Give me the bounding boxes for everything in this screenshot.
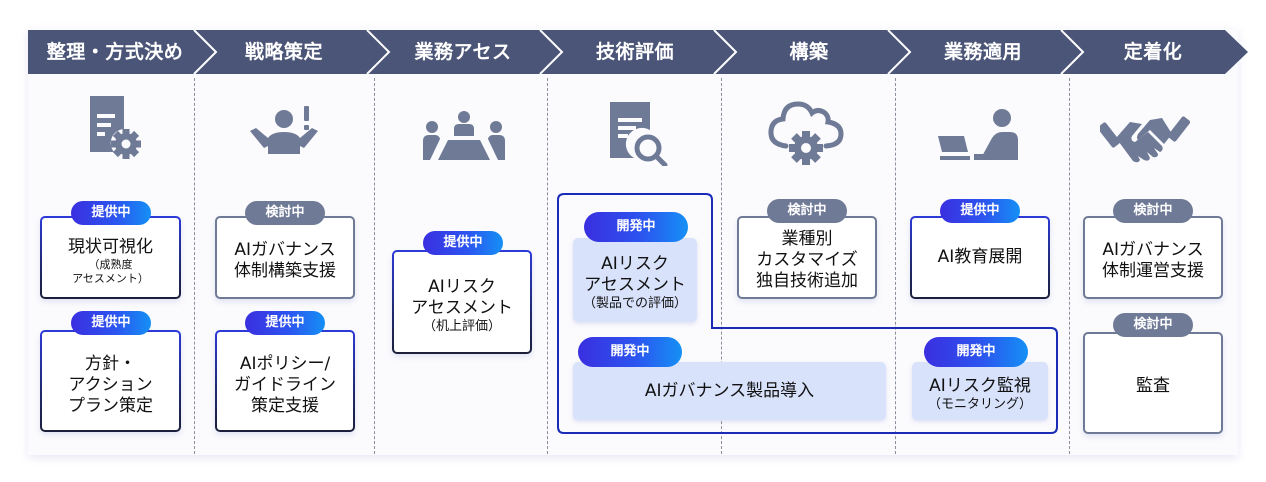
person-laptop-icon: [938, 109, 1018, 160]
status-badge-review: 検討中: [1113, 313, 1193, 337]
chevron-divider: [1060, 30, 1085, 74]
item-title: 現状可視化: [68, 237, 153, 257]
item-line: AI教育展開: [937, 247, 1023, 267]
item-line: AIガバナンス: [234, 239, 336, 260]
item-risk-assessment-product[interactable]: AIリスク アセスメント （製品での評価）: [573, 238, 697, 322]
chevron-divider: [193, 30, 218, 74]
status-badge-offered: 提供中: [423, 231, 503, 255]
chevron-divider: [366, 30, 391, 74]
item-line: アセスメント: [584, 275, 686, 295]
item-line: AIリスク: [428, 277, 496, 297]
status-badge-review: 検討中: [767, 199, 847, 223]
item-line: 独自技術追加: [756, 271, 858, 291]
item-line: 監査: [1136, 375, 1170, 396]
column-divider: [895, 78, 896, 454]
column-divider: [374, 78, 375, 454]
phase-business-assess: 業務アセス: [414, 41, 512, 63]
item-line: カスタマイズ: [756, 250, 858, 270]
item-ai-education[interactable]: AI教育展開: [910, 216, 1050, 299]
item-line: 方針・: [85, 353, 136, 374]
status-badge-offered: 提供中: [71, 311, 151, 335]
column-divider: [547, 78, 548, 454]
column-divider: [194, 78, 195, 454]
item-subtitle: アセスメント）: [72, 272, 149, 285]
status-badge-dev: 開発中: [584, 212, 688, 242]
column-divider: [721, 78, 722, 454]
item-line: 体制運営支援: [1102, 260, 1204, 281]
item-line: AIリスク: [601, 254, 669, 274]
item-line: ガイドライン: [234, 374, 336, 395]
item-governance-product-adoption[interactable]: AIガバナンス製品導入: [573, 362, 886, 420]
item-line: AIポリシー/: [239, 353, 331, 374]
chevron-divider: [887, 30, 912, 74]
cloud-gear-icon: [768, 101, 844, 165]
item-line: アクション: [68, 374, 153, 395]
item-subtitle: （製品での評価）: [582, 296, 687, 311]
item-industry-customization[interactable]: 業種別 カスタマイズ 独自技術追加: [737, 216, 877, 299]
item-subtitle: （モニタリング）: [927, 396, 1032, 412]
status-badge-offered: 提供中: [71, 201, 151, 225]
item-risk-monitoring[interactable]: AIリスク監視 （モニタリング）: [912, 362, 1048, 420]
person-shrug-exclamation-icon: [250, 106, 318, 154]
document-gear-icon: [90, 96, 141, 159]
item-policy-guideline-support[interactable]: AIポリシー/ ガイドライン 策定支援: [215, 330, 355, 432]
item-line: AIリスク監視: [929, 375, 1031, 396]
item-subtitle: （成熟度: [88, 258, 133, 271]
item-line: AIガバナンス: [1102, 239, 1204, 260]
column-divider: [1069, 78, 1070, 454]
document-search-icon: [610, 102, 668, 166]
item-governance-operation-support[interactable]: AIガバナンス 体制運営支援: [1083, 216, 1223, 299]
item-current-state-visualization[interactable]: 現状可視化 （成熟度 アセスメント）: [40, 216, 181, 299]
item-line: アセスメント: [411, 298, 513, 318]
meeting-table-icon: [423, 111, 505, 160]
item-risk-assessment-desk[interactable]: AIリスク アセスメント （机上評価）: [392, 250, 532, 354]
phase-establish: 定着化: [1123, 41, 1183, 63]
header-band-shape: [28, 30, 1248, 74]
phase-tech-eval: 技術評価: [595, 41, 674, 63]
phase-business-apply: 業務適用: [943, 41, 1022, 63]
handshake-icon: [1100, 116, 1190, 163]
phase-build: 構築: [789, 41, 829, 63]
item-line: プラン策定: [68, 395, 153, 416]
status-badge-offered: 提供中: [245, 311, 325, 335]
phase-strategy: 戦略策定: [244, 41, 323, 63]
chevron-divider: [713, 30, 738, 74]
item-audit[interactable]: 監査: [1083, 332, 1223, 434]
item-line: 体制構築支援: [234, 260, 336, 281]
phase-header-band: [28, 30, 1248, 74]
item-governance-setup-support[interactable]: AIガバナンス 体制構築支援: [215, 216, 355, 299]
phase-organize: 整理・方式決め: [46, 41, 184, 63]
status-badge-review: 検討中: [1113, 199, 1193, 223]
item-line: 策定支援: [251, 395, 319, 416]
item-line: AIガバナンス製品導入: [644, 380, 815, 401]
status-badge-offered: 提供中: [940, 199, 1020, 223]
item-line: 業種別: [781, 229, 833, 249]
status-badge-dev: 開発中: [924, 337, 1028, 367]
status-badge-review: 検討中: [245, 201, 325, 225]
item-policy-action-plan[interactable]: 方針・ アクション プラン策定: [40, 330, 181, 432]
item-subtitle: （机上評価）: [422, 319, 501, 334]
status-badge-dev: 開発中: [578, 337, 682, 367]
chevron-divider: [539, 30, 564, 74]
